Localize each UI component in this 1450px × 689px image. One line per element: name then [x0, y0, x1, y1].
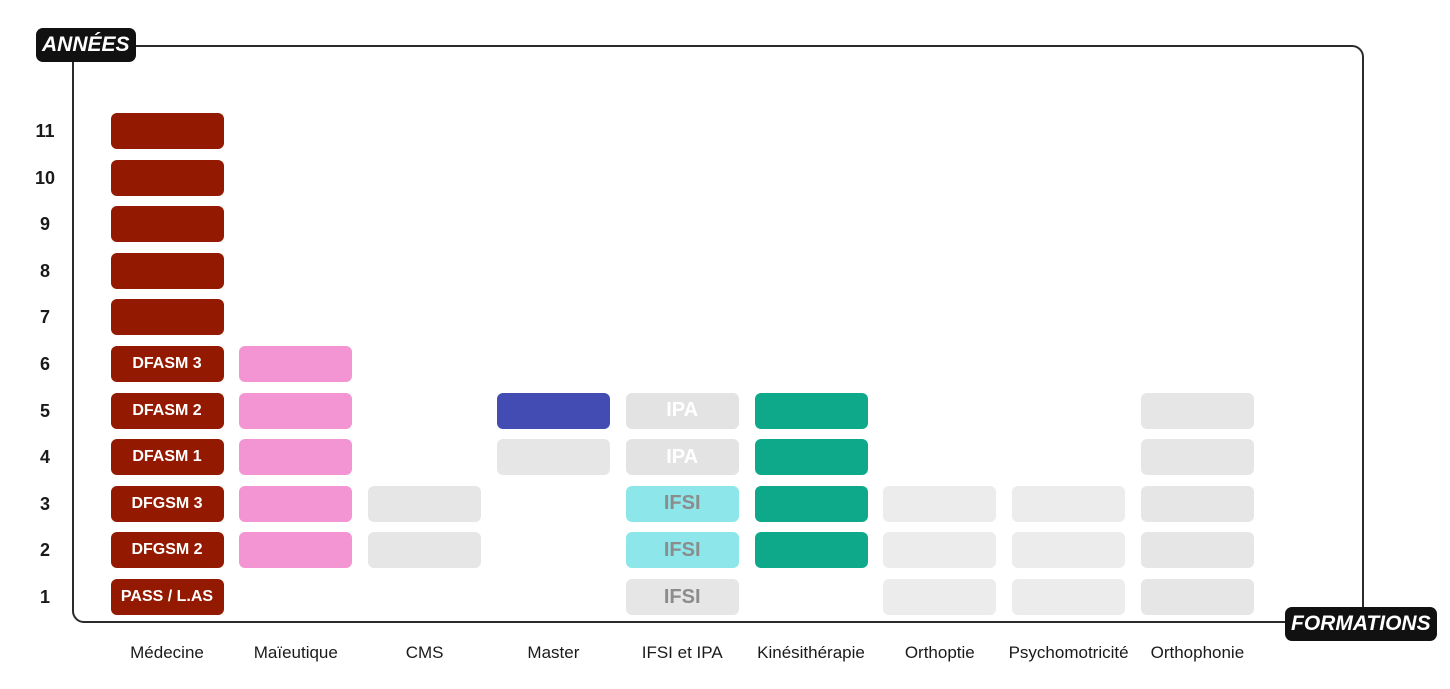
year-cell: [1140, 532, 1254, 569]
year-cell: DFASM 1: [110, 439, 224, 476]
y-axis-label: ANNÉES: [36, 28, 136, 62]
year-cell: [1012, 532, 1126, 569]
year-cell: [1012, 579, 1126, 615]
x-axis-label: FORMATIONS: [1285, 607, 1437, 641]
year-cell: IFSI: [625, 485, 739, 522]
year-cell: [883, 579, 997, 615]
cell-label: DFASM 2: [132, 401, 202, 419]
chart-frame: [72, 45, 1364, 623]
year-cell: [239, 392, 353, 429]
year-cell: [1140, 579, 1254, 615]
year-cell: [368, 485, 482, 522]
y-tick-label: 2: [39, 540, 50, 561]
year-cell: [239, 485, 353, 522]
year-cell: IPA: [625, 439, 739, 476]
y-tick-label: 9: [39, 214, 50, 235]
year-cell: [754, 532, 868, 569]
year-cell: [239, 346, 353, 382]
cell-label: DFASM 3: [132, 355, 202, 372]
year-cell: [368, 532, 482, 569]
year-cell: [1140, 485, 1254, 522]
cell-label: DFGSM 3: [131, 494, 203, 512]
x-tick-label: CMS: [405, 643, 444, 662]
year-cell: DFGSM 3: [110, 485, 224, 522]
year-cell: [110, 113, 224, 149]
year-cell: [1140, 439, 1254, 476]
cell-label: IFSI: [663, 585, 701, 608]
y-tick-label: 7: [39, 307, 50, 328]
year-cell: [1012, 485, 1126, 522]
y-tick-label: 11: [35, 121, 55, 141]
x-tick-label: IFSI et IPA: [641, 643, 723, 662]
cell-label: IPA: [666, 399, 699, 422]
year-cell: [754, 392, 868, 429]
year-cell: PASS / L.AS: [110, 579, 224, 615]
year-cell: DFASM 2: [110, 392, 224, 429]
x-tick-label: Psychomotricité: [1008, 643, 1129, 662]
y-tick-label: 6: [39, 354, 50, 374]
year-cell: [883, 532, 997, 569]
x-tick-label: Maïeutique: [253, 643, 338, 662]
cell-label: DFASM 1: [132, 448, 202, 466]
cell-label: IFSI: [663, 538, 701, 561]
y-tick-label: 3: [39, 493, 50, 514]
y-tick-label: 1: [39, 587, 50, 607]
year-cell: DFGSM 2: [110, 532, 224, 569]
year-cell: [496, 439, 610, 476]
x-tick-label: Master: [527, 643, 580, 662]
cell-label: IFSI: [663, 492, 701, 515]
x-tick-label: Médecine: [130, 643, 204, 662]
year-cell: IFSI: [625, 532, 739, 569]
x-tick-label: Orthophonie: [1150, 643, 1245, 662]
y-tick-label: 5: [39, 400, 50, 421]
y-tick-label: 10: [34, 167, 56, 188]
year-cell: [754, 485, 868, 522]
year-cell: [239, 532, 353, 569]
year-cell: [754, 439, 868, 476]
year-cell: [1140, 392, 1254, 429]
year-cell: [496, 392, 610, 429]
year-cell: IPA: [625, 392, 739, 429]
year-cell: [239, 439, 353, 476]
cell-label: DFGSM 2: [131, 541, 203, 559]
x-tick-label: Orthoptie: [904, 643, 975, 662]
year-cell: DFASM 3: [110, 346, 224, 382]
year-cell: [110, 206, 224, 243]
year-cell: [110, 159, 224, 196]
year-cell: IFSI: [625, 579, 739, 615]
y-tick-label: 8: [39, 260, 50, 281]
cell-label: IPA: [666, 445, 699, 468]
year-cell: [110, 252, 224, 289]
year-cell: [110, 299, 224, 336]
cell-label: PASS / L.AS: [120, 588, 214, 605]
year-cell: [883, 485, 997, 522]
y-tick-label: 4: [39, 447, 50, 468]
x-tick-label: Kinésithérapie: [757, 643, 865, 662]
